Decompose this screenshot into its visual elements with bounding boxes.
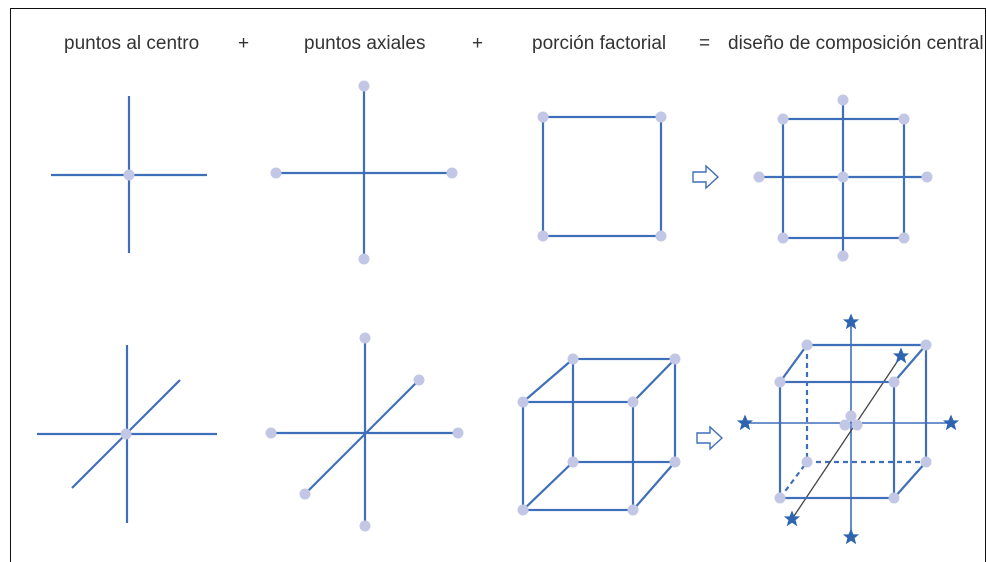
centre-point [123, 169, 135, 181]
hollow-right-arrow-icon [696, 425, 724, 451]
axial-points-2d [270, 80, 458, 265]
axial-point [265, 427, 277, 439]
axial-point [358, 80, 370, 92]
factorial-point [567, 353, 579, 365]
axial-point [921, 171, 933, 183]
centre-points-3d [37, 345, 217, 523]
frame-top-border [10, 8, 986, 9]
factorial-point [774, 492, 786, 504]
factorial-point [774, 376, 786, 388]
factorial-point [567, 456, 579, 468]
cube-edge [893, 461, 927, 499]
axial-point [837, 94, 849, 106]
factorial-point [801, 456, 813, 468]
factorial-point [777, 232, 789, 244]
axial-point [299, 488, 311, 500]
label-factorial-portion: porción factorial [532, 33, 667, 54]
hidden-edge [779, 461, 808, 499]
square-outline [541, 115, 663, 238]
axial-point [452, 427, 464, 439]
factorial-point [537, 230, 549, 242]
axial-point [753, 171, 765, 183]
factorial-point [655, 111, 667, 123]
factorial-point [627, 504, 639, 516]
axial-point [837, 250, 849, 262]
centre-point [839, 419, 851, 431]
cube-front-face [521, 400, 635, 512]
z-axis [791, 355, 902, 520]
factorial-point [898, 113, 910, 125]
axial-point [270, 167, 282, 179]
factorial-cube [517, 353, 681, 516]
cube-edge [632, 358, 676, 403]
cube-edge [522, 461, 574, 511]
factorial-point [517, 396, 529, 408]
cube-edge [522, 358, 574, 403]
plus-sign: + [472, 33, 484, 54]
axial-point [359, 332, 371, 344]
axial-point [413, 374, 425, 386]
factorial-point [669, 353, 681, 365]
factorial-point [517, 504, 529, 516]
frame-left-border [10, 8, 11, 562]
factorial-square [537, 111, 667, 242]
ccd-2d [753, 94, 933, 262]
centre-point [851, 419, 863, 431]
cube-edge [632, 461, 676, 511]
axial-points-3d [265, 332, 464, 532]
factorial-point [801, 339, 813, 351]
label-central-composite-design: diseño de composición central [728, 33, 984, 54]
cube-front-face [778, 380, 896, 500]
factorial-point [920, 339, 932, 351]
centre-points-2d [51, 96, 207, 253]
plus-sign: + [238, 33, 250, 54]
star-icon [842, 528, 860, 545]
equals-sign: = [699, 33, 711, 54]
star-icon [783, 510, 801, 527]
centre-point [120, 428, 132, 440]
factorial-point [777, 113, 789, 125]
factorial-point [888, 376, 900, 388]
star-icon [736, 414, 754, 431]
factorial-point [655, 230, 667, 242]
factorial-point [627, 396, 639, 408]
ccd-3d [736, 313, 960, 545]
axial-point [446, 167, 458, 179]
star-icon [892, 347, 910, 364]
factorial-point [669, 456, 681, 468]
label-axial-points: puntos axiales [304, 33, 426, 54]
cube-edge [893, 344, 927, 383]
axial-point [359, 520, 371, 532]
z-axis [304, 379, 420, 495]
cube-edge [779, 344, 808, 383]
cube-back-face [571, 357, 677, 464]
centre-point [837, 171, 849, 183]
factorial-point [888, 492, 900, 504]
factorial-point [537, 111, 549, 123]
factorial-point [920, 456, 932, 468]
centre-point [845, 410, 857, 422]
star-icon [942, 414, 960, 431]
hollow-right-arrow-icon [692, 164, 720, 190]
factorial-point [898, 232, 910, 244]
axial-point [358, 253, 370, 265]
label-centre-points: puntos al centro [64, 33, 200, 54]
